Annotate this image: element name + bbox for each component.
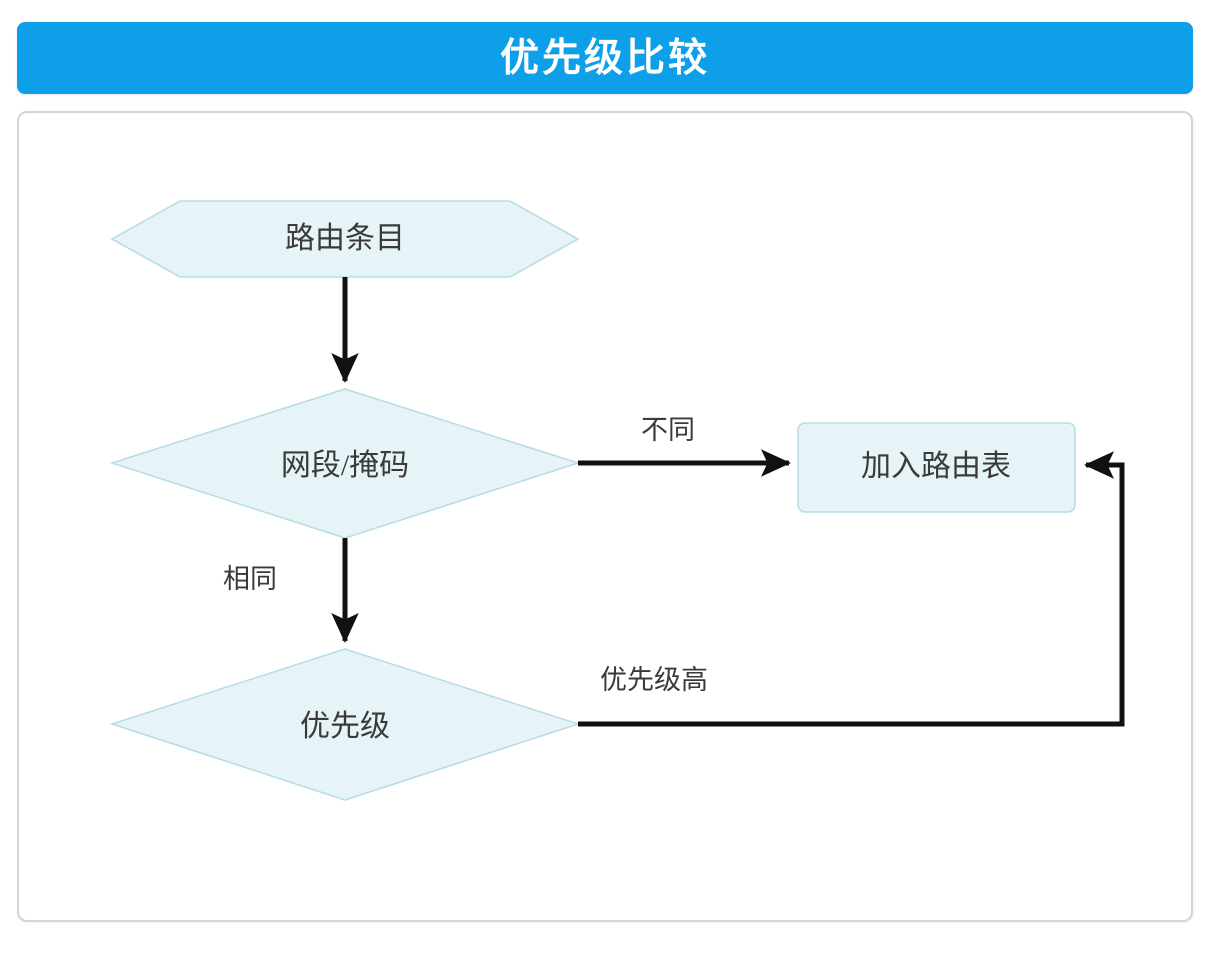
edge-label-higher-priority: 优先级高 (600, 665, 708, 695)
node-label-add-to-table: 加入路由表 (861, 450, 1011, 483)
node-add-to-table[interactable] (798, 423, 1075, 512)
node-label-priority: 优先级 (300, 710, 390, 743)
node-network-mask[interactable] (112, 389, 578, 538)
edge-label-different: 不同 (641, 415, 695, 445)
page-title: 优先级比较 (499, 36, 710, 80)
node-label-network-mask: 网段/掩码 (280, 449, 410, 482)
node-priority[interactable] (112, 649, 578, 800)
node-label-route-entry: 路由条目 (285, 222, 405, 255)
edge-label-same: 相同 (223, 564, 277, 594)
node-route-entry[interactable] (112, 201, 578, 277)
page-header: 优先级比较 (17, 22, 1193, 94)
